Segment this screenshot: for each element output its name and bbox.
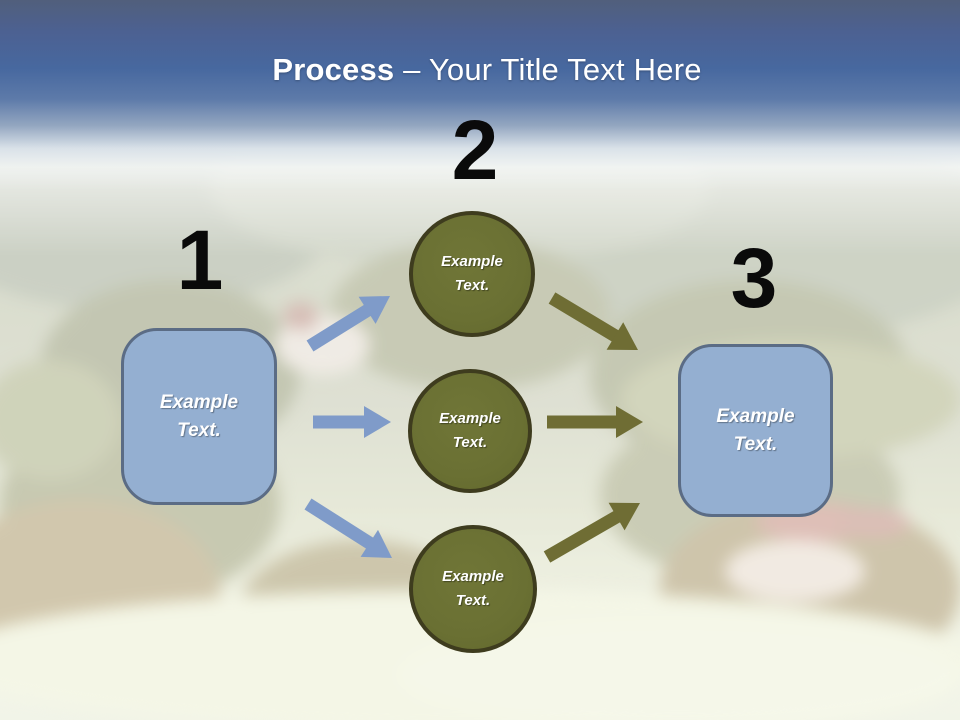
process-circle-2-label: Example Text. [439,410,501,451]
process-circle-1-label: Example Text. [441,253,503,294]
slide-title[interactable]: Process – Your Title Text Here [0,52,960,88]
process-circle-2[interactable]: Example Text. [408,369,532,493]
process-end-label: Example Text. [716,405,795,455]
process-end-box[interactable]: Example Text. [678,344,833,517]
step-number-2[interactable]: 2 [451,103,499,197]
process-start-label: Example Text. [159,391,239,441]
process-circle-3-label: Example Text. [442,568,504,609]
step-number-1[interactable]: 1 [176,213,224,307]
title-rest: – Your Title Text Here [394,52,702,87]
process-circle-3[interactable]: Example Text. [409,525,537,653]
title-emphasis: Process [272,52,395,87]
step-number-3[interactable]: 3 [730,231,778,325]
header-gradient [0,0,960,190]
process-start-box[interactable]: Example Text. [121,328,277,505]
process-circle-1[interactable]: Example Text. [409,211,535,337]
